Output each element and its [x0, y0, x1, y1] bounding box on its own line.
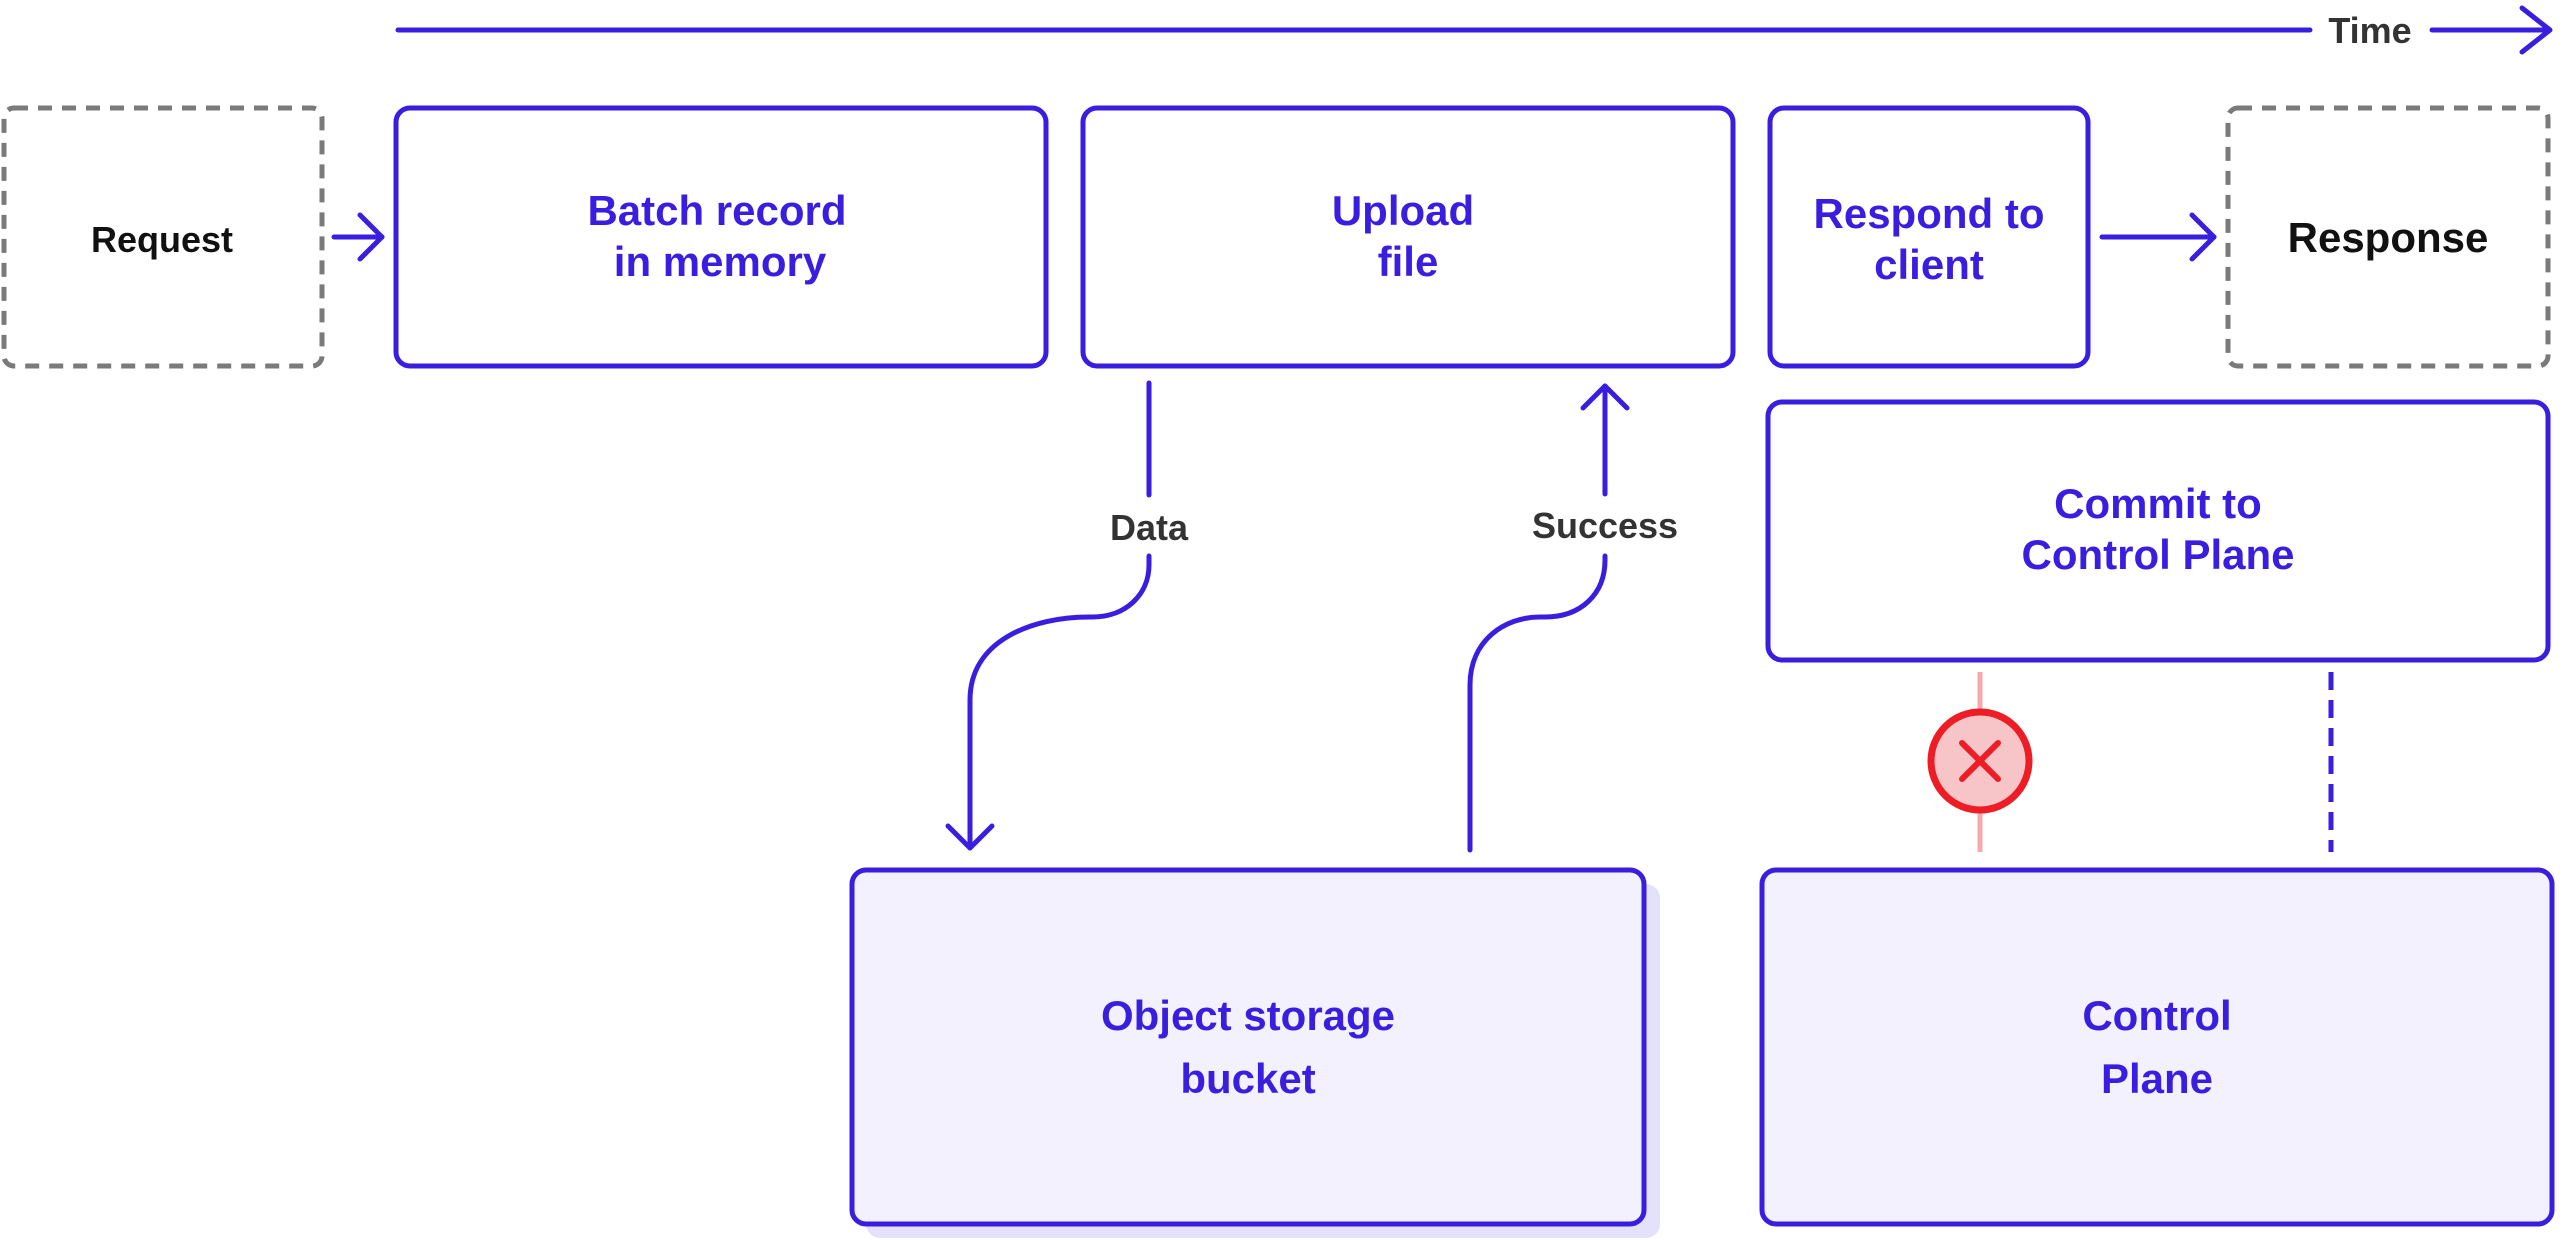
- batch-record-line-2: in memory: [614, 238, 827, 285]
- response-label: Response: [2288, 214, 2489, 261]
- object-storage-line-1: Object storage: [1101, 992, 1395, 1039]
- failed-commit-connector: [1927, 672, 2033, 852]
- arrow-right-icon: [2189, 212, 2217, 262]
- object-storage-line-2: bucket: [1180, 1055, 1315, 1102]
- success-edge-curve: [1467, 553, 1608, 853]
- request-label: Request: [91, 219, 233, 260]
- control-plane-node: Control Plane: [1759, 867, 2555, 1227]
- respond-client-box: [1767, 105, 2091, 369]
- success-edge-label: Success: [1532, 505, 1678, 546]
- upload-file-line-2: file: [1378, 238, 1439, 285]
- data-edge-label: Data: [1110, 507, 1189, 548]
- control-plane-box: [1759, 867, 2555, 1227]
- arrow-down-icon: [945, 823, 995, 851]
- request-to-batch-arrow: [331, 212, 385, 262]
- respond-client-line-1: Respond to: [1814, 190, 2045, 237]
- request-node: Request: [1, 105, 325, 369]
- object-storage-node: Object storage bucket: [849, 867, 1660, 1238]
- batch-record-line-1: Batch record: [587, 187, 846, 234]
- commit-control-plane-line-1: Commit to: [2054, 480, 2262, 527]
- timeline-arrow-icon: [2519, 5, 2553, 55]
- timeline-label: Time: [2328, 10, 2411, 51]
- object-storage-box: [849, 867, 1647, 1227]
- success-edge: Success: [1467, 383, 1678, 853]
- control-plane-line-2: Plane: [2101, 1055, 2213, 1102]
- data-edge-curve: [967, 553, 1152, 851]
- response-node: Response: [2225, 105, 2551, 369]
- timeline: Time: [395, 5, 2553, 55]
- arrow-right-icon: [357, 212, 385, 262]
- respond-client-line-2: client: [1874, 241, 1984, 288]
- data-edge: Data: [945, 380, 1189, 851]
- upload-file-node: Upload file: [1080, 105, 1736, 369]
- respond-to-response-arrow: [2099, 212, 2217, 262]
- batch-record-box: [393, 105, 1049, 369]
- batch-record-node: Batch record in memory: [393, 105, 1049, 369]
- commit-control-plane-box: [1765, 399, 2551, 663]
- arrow-up-icon: [1580, 383, 1630, 411]
- response-box: [2225, 105, 2551, 369]
- commit-control-plane-node: Commit to Control Plane: [1765, 399, 2551, 663]
- commit-control-plane-line-2: Control Plane: [2021, 531, 2294, 578]
- respond-client-node: Respond to client: [1767, 105, 2091, 369]
- upload-file-line-1: Upload: [1332, 187, 1474, 234]
- request-box: [1, 105, 325, 369]
- control-plane-line-1: Control: [2082, 992, 2231, 1039]
- upload-file-box: [1080, 105, 1736, 369]
